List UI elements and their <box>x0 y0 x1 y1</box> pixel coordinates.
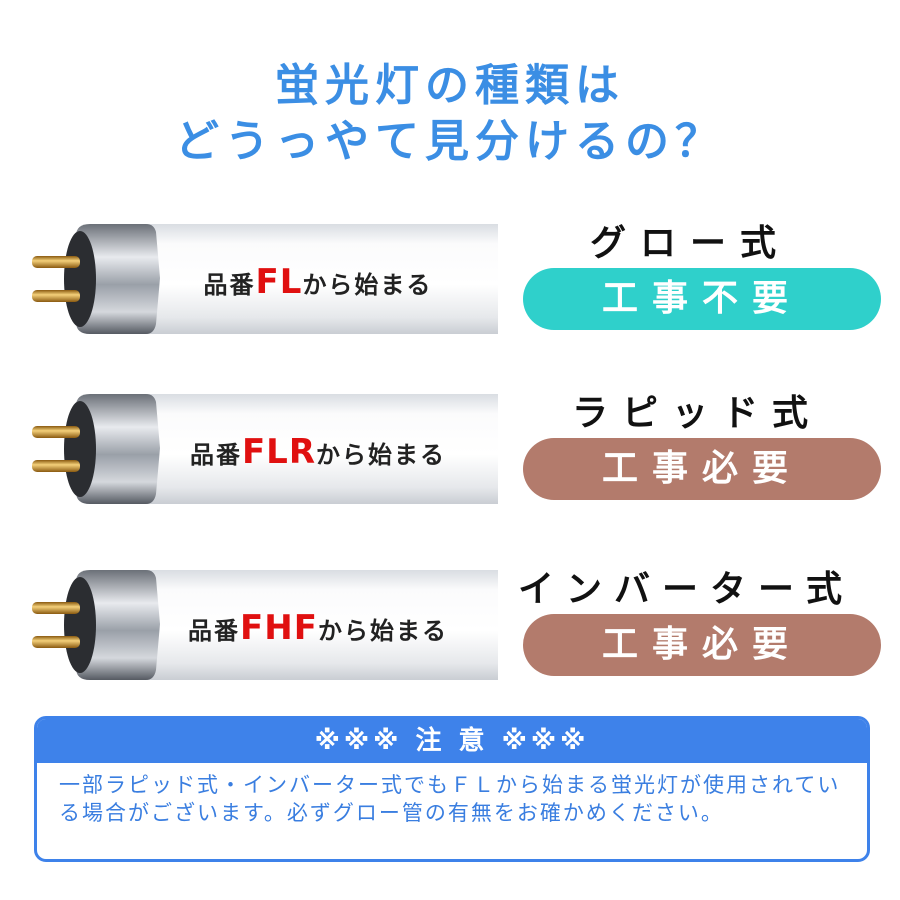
tube-icon <box>32 394 498 504</box>
lamp-code-label: 品番FLから始まる <box>28 262 498 302</box>
lamp-row-fhf: 品番FHFから始まる インバーター式 工事必要 <box>0 558 900 688</box>
construction-badge: 工事必要 <box>523 438 881 500</box>
tube-icon <box>32 570 498 680</box>
lamp-code: FHF <box>240 608 318 648</box>
notice-header: ※※※ 注 意 ※※※ <box>37 719 867 763</box>
fluorescent-tube-image: 品番FLから始まる <box>28 218 498 338</box>
construction-badge: 工事必要 <box>523 614 881 676</box>
label-prefix: 品番 <box>189 441 242 469</box>
lamp-row-flr: 品番FLRから始まる ラピッド式 工事必要 <box>0 382 900 512</box>
lamp-type-name: ラピッド式 <box>572 393 823 434</box>
construction-badge: 工事不要 <box>523 268 881 330</box>
lamp-type-name: インバーター式 <box>518 569 855 610</box>
label-prefix: 品番 <box>188 617 241 645</box>
lamp-code-label: 品番FLRから始まる <box>28 432 498 472</box>
fluorescent-tube-image: 品番FHFから始まる <box>28 564 498 684</box>
label-prefix: 品番 <box>203 271 256 299</box>
title-line-2: どうっやて見分けるの？ <box>175 116 725 167</box>
fluorescent-tube-image: 品番FLRから始まる <box>28 388 498 508</box>
label-suffix: から始まる <box>317 617 448 645</box>
tube-icon <box>32 224 498 334</box>
title-line-1: 蛍光灯の種類は <box>275 60 625 111</box>
lamp-code: FLR <box>241 432 317 472</box>
label-suffix: から始まる <box>302 271 433 299</box>
notice-body: 一部ラピッド式・インバーター式でもＦＬから始まる蛍光灯が使用されている場合がござ… <box>59 773 841 825</box>
page-title: 蛍光灯の種類は どうっやて見分けるの？ <box>0 58 900 170</box>
lamp-code: FL <box>255 262 303 302</box>
lamp-type-name: グロー式 <box>590 223 791 264</box>
lamp-code-label: 品番FHFから始まる <box>28 608 498 648</box>
lamp-row-fl: 品番FLから始まる グロー式 工事不要 <box>0 212 900 342</box>
label-suffix: から始まる <box>316 441 447 469</box>
notice-box: ※※※ 注 意 ※※※ 一部ラピッド式・インバーター式でもＦＬから始まる蛍光灯が… <box>34 716 870 862</box>
